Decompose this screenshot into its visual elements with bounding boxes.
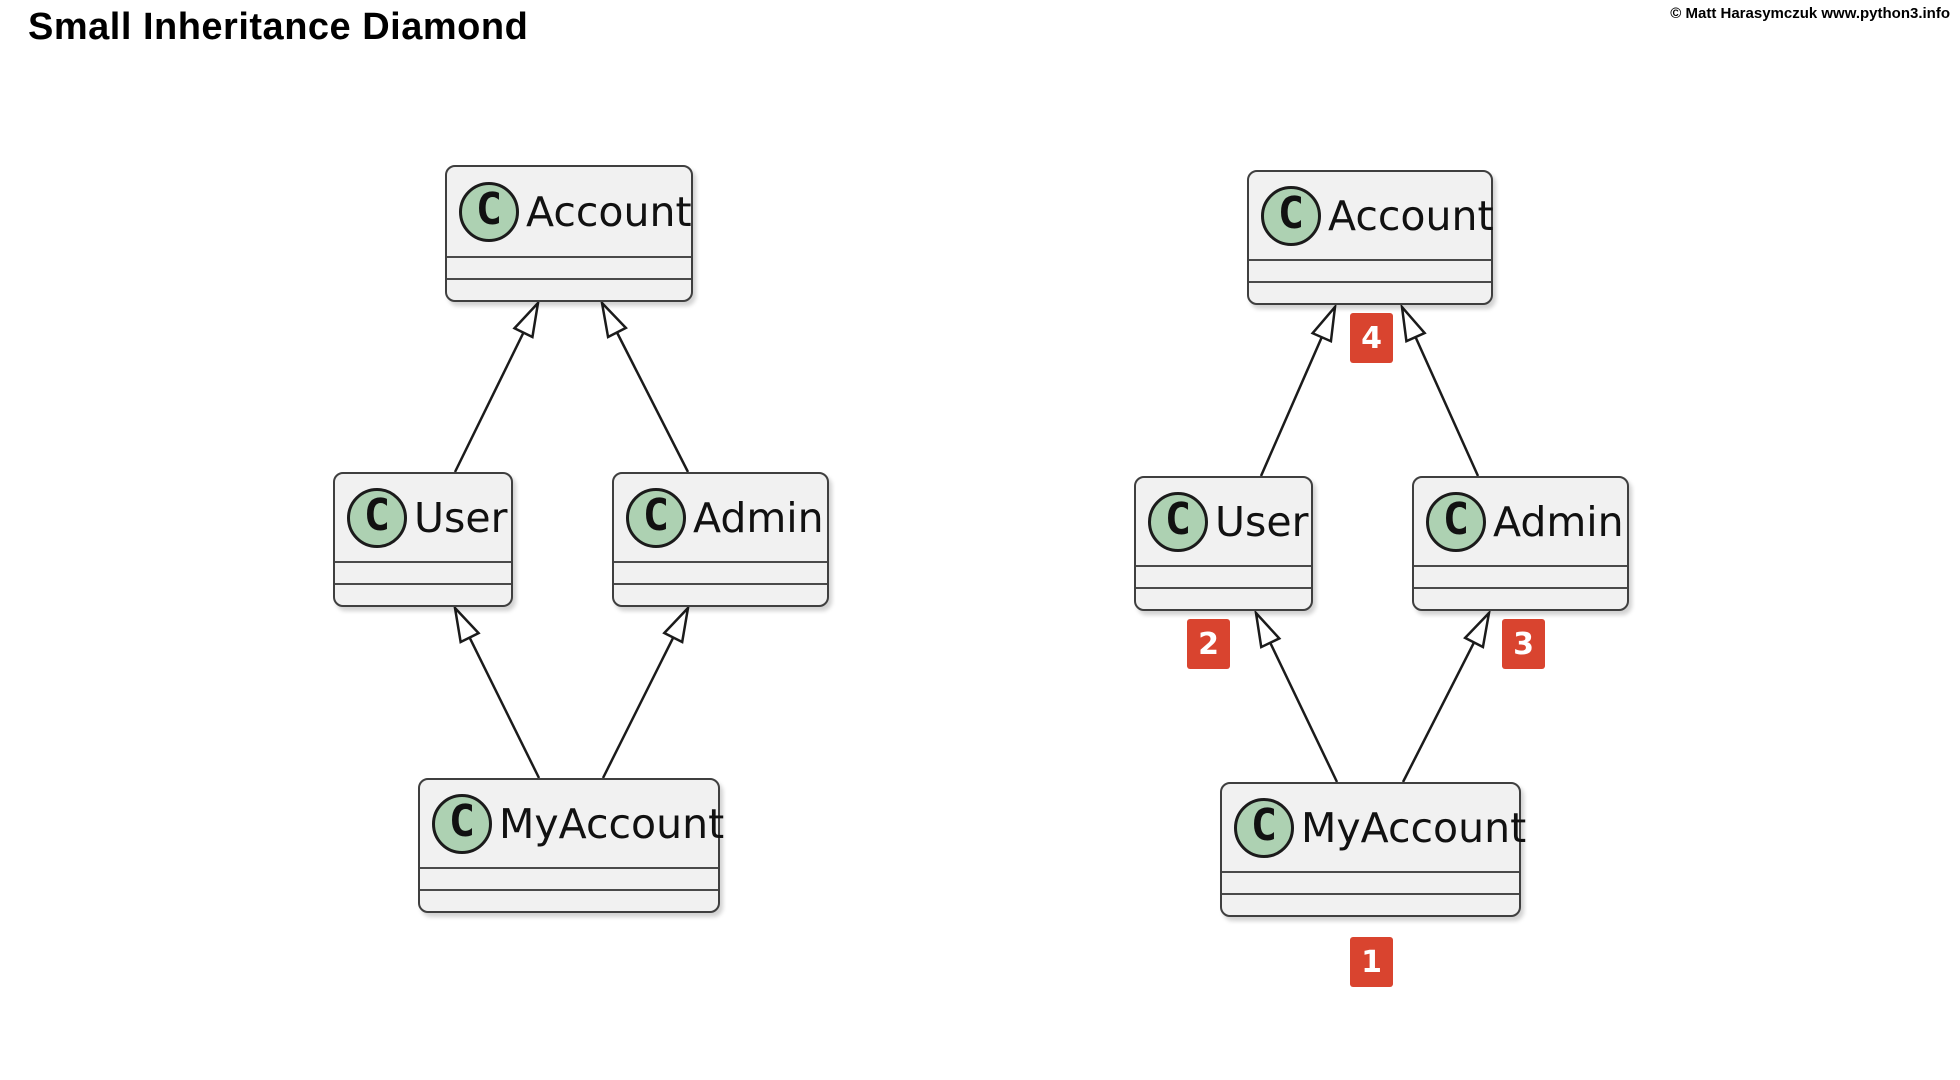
arrow-left-user-to-account bbox=[453, 299, 540, 473]
class-name: User bbox=[414, 493, 508, 542]
arrow-left-myaccount-to-admin bbox=[601, 604, 690, 779]
class-title-row: C Admin bbox=[614, 474, 827, 561]
class-icon-letter: C bbox=[1250, 799, 1278, 851]
class-name: Admin bbox=[1493, 497, 1624, 546]
methods-compartment bbox=[1414, 587, 1627, 609]
methods-compartment bbox=[614, 583, 827, 605]
arrow-right-myaccount-to-user bbox=[1254, 609, 1339, 783]
arrow-left-myaccount-to-user bbox=[453, 604, 541, 779]
class-title-row: C User bbox=[335, 474, 511, 561]
attributes-compartment bbox=[1249, 259, 1491, 281]
methods-compartment bbox=[1136, 587, 1311, 609]
class-c-icon: C bbox=[1234, 797, 1294, 858]
page-title: Small Inheritance Diamond bbox=[28, 6, 529, 48]
mro-badge-3: 3 bbox=[1502, 619, 1545, 669]
class-box-right-myaccount: C MyAccount bbox=[1220, 782, 1526, 917]
class-c-icon: C bbox=[432, 793, 492, 854]
class-title-row: C User bbox=[1136, 478, 1311, 565]
arrow-right-user-to-account bbox=[1259, 303, 1337, 477]
class-title-row: C Admin bbox=[1414, 478, 1627, 565]
arrow-right-admin-to-account bbox=[1400, 303, 1480, 477]
methods-compartment bbox=[1249, 281, 1491, 303]
class-box-right-admin: C Admin bbox=[1412, 476, 1629, 611]
copyright-text: © Matt Harasymczuk www.python3.info bbox=[1670, 5, 1950, 22]
class-c-icon: C bbox=[626, 487, 686, 548]
class-title-row: C MyAccount bbox=[1222, 784, 1526, 871]
class-name: MyAccount bbox=[1301, 803, 1527, 852]
class-name: Account bbox=[1328, 191, 1494, 240]
class-c-icon: C bbox=[1148, 491, 1208, 552]
class-box-right-user: C User bbox=[1134, 476, 1313, 611]
attributes-compartment bbox=[1222, 871, 1519, 893]
class-box-right-account: C Account bbox=[1247, 170, 1494, 305]
class-icon-letter: C bbox=[448, 795, 476, 847]
class-icon-letter: C bbox=[1164, 493, 1192, 545]
class-box-left-admin: C Admin bbox=[612, 472, 829, 607]
class-icon-letter: C bbox=[363, 489, 391, 541]
methods-compartment bbox=[1222, 893, 1519, 915]
attributes-compartment bbox=[335, 561, 511, 583]
class-title-row: C Account bbox=[447, 167, 692, 256]
attributes-compartment bbox=[1414, 565, 1627, 587]
class-name: MyAccount bbox=[499, 799, 725, 848]
methods-compartment bbox=[447, 278, 691, 300]
class-name: User bbox=[1215, 497, 1309, 546]
arrow-right-myaccount-to-admin bbox=[1401, 609, 1491, 783]
class-title-row: C Account bbox=[1249, 172, 1494, 259]
class-icon-letter: C bbox=[1442, 493, 1470, 545]
arrow-left-admin-to-account bbox=[600, 299, 690, 473]
attributes-compartment bbox=[614, 561, 827, 583]
class-c-icon: C bbox=[347, 487, 407, 548]
attributes-compartment bbox=[1136, 565, 1311, 587]
class-icon-letter: C bbox=[1277, 187, 1305, 239]
mro-badge-2: 2 bbox=[1187, 619, 1230, 669]
class-name: Account bbox=[526, 187, 692, 236]
class-icon-letter: C bbox=[475, 183, 503, 235]
class-box-left-account: C Account bbox=[445, 165, 693, 302]
class-c-icon: C bbox=[1426, 491, 1486, 552]
class-box-left-myaccount: C MyAccount bbox=[418, 778, 724, 913]
class-c-icon: C bbox=[1261, 185, 1321, 246]
attributes-compartment bbox=[420, 867, 718, 889]
class-title-row: C MyAccount bbox=[420, 780, 724, 867]
class-name: Admin bbox=[693, 493, 824, 542]
methods-compartment bbox=[335, 583, 511, 605]
attributes-compartment bbox=[447, 256, 691, 278]
class-icon-letter: C bbox=[642, 489, 670, 541]
class-box-left-user: C User bbox=[333, 472, 513, 607]
mro-badge-1: 1 bbox=[1350, 937, 1393, 987]
mro-badge-4: 4 bbox=[1350, 313, 1393, 363]
class-c-icon: C bbox=[459, 181, 519, 242]
methods-compartment bbox=[420, 889, 718, 911]
